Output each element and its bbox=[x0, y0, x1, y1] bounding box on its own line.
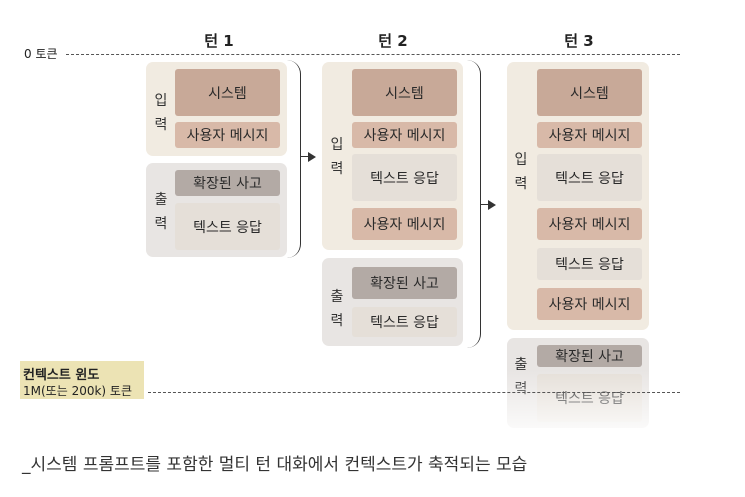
zero-token-label: 0 토큰 bbox=[24, 47, 58, 61]
turn-2-output-label: 출 력 bbox=[330, 289, 344, 329]
turn-3-text-response-2-block: 텍스트 응답 bbox=[537, 248, 642, 280]
turn-2-text-response-block: 텍스트 응답 bbox=[352, 154, 457, 201]
turn-1-output-label: 출 력 bbox=[154, 192, 168, 232]
turn-1-input-label: 입 력 bbox=[154, 93, 168, 133]
turn-3-title: 턴 3 bbox=[564, 32, 594, 50]
context-window-title: 컨텍스트 윈도 bbox=[23, 368, 100, 383]
context-window-line bbox=[148, 392, 680, 393]
turn-2-text-response-block-out: 텍스트 응답 bbox=[352, 307, 457, 337]
turn-1-title: 턴 1 bbox=[204, 32, 234, 50]
turn-2-arrow-line bbox=[481, 204, 489, 205]
turn-2-arrow-icon bbox=[488, 200, 496, 210]
turn-2-extended-thinking-block: 확장된 사고 bbox=[352, 267, 457, 299]
turn-2-bracket bbox=[466, 60, 481, 348]
turn-3-extended-thinking-block: 확장된 사고 bbox=[537, 345, 642, 367]
turn-2-user-message-2-block: 사용자 메시지 bbox=[352, 208, 457, 240]
turn-2-title: 턴 2 bbox=[378, 32, 408, 50]
context-window-subtitle: 1M(또는 200k) 토큰 bbox=[23, 384, 132, 398]
turn-3-user-message-2-block: 사용자 메시지 bbox=[537, 208, 642, 240]
turn-1-text-response-block: 텍스트 응답 bbox=[175, 203, 280, 250]
turn-3-system-block: 시스템 bbox=[537, 69, 642, 116]
turn-3-user-message-1-block: 사용자 메시지 bbox=[537, 122, 642, 148]
turn-3-text-response-1-block: 텍스트 응답 bbox=[537, 154, 642, 201]
turn-1-arrow-icon bbox=[308, 152, 316, 162]
turn-2-input-label: 입 력 bbox=[330, 137, 344, 177]
turn-2-user-message-1-block: 사용자 메시지 bbox=[352, 122, 457, 148]
turn-2-system-block: 시스템 bbox=[352, 69, 457, 116]
figure-caption: _시스템 프롬프트를 포함한 멀티 턴 대화에서 컨텍스트가 축적되는 모습 bbox=[22, 455, 528, 475]
turn-3-input-label: 입 력 bbox=[514, 152, 528, 192]
turn-1-arrow-line bbox=[301, 156, 309, 157]
turn-1-bracket bbox=[286, 60, 301, 258]
turn-1-system-block: 시스템 bbox=[175, 69, 280, 116]
zero-token-line bbox=[66, 54, 680, 55]
turn-1-user-message-block: 사용자 메시지 bbox=[175, 122, 280, 148]
turn-1-extended-thinking-block: 확장된 사고 bbox=[175, 170, 280, 196]
turn-3-user-message-3-block: 사용자 메시지 bbox=[537, 288, 642, 320]
context-window-label bbox=[20, 361, 144, 399]
context-overflow-fade bbox=[505, 370, 653, 432]
